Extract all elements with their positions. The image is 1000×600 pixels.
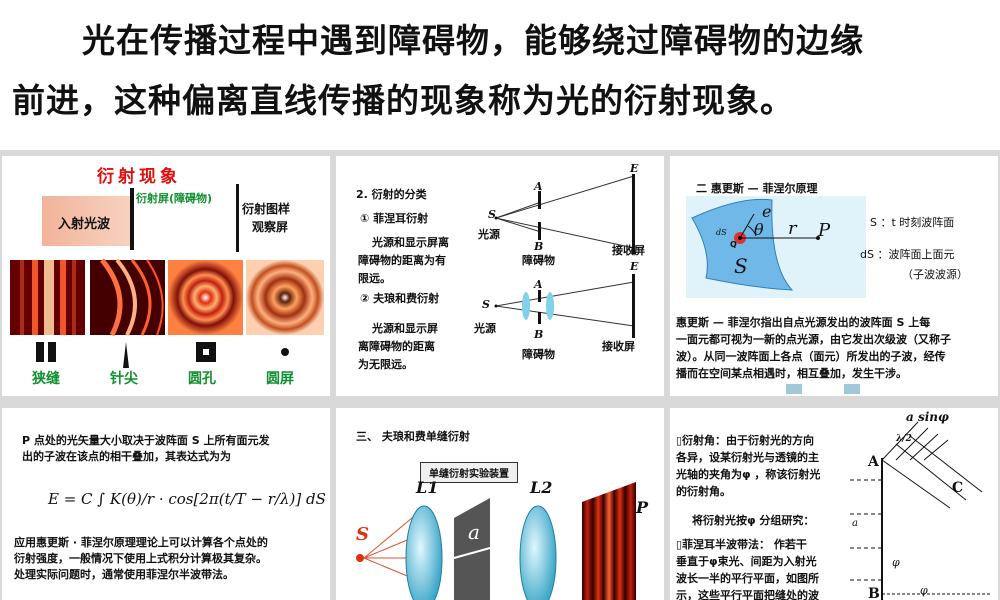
label-a: a	[468, 520, 480, 544]
screen-label: 接收屏	[612, 244, 645, 257]
thumbnail-huygens-fresnel[interactable]: 二 惠更斯 — 菲涅尔原理 e θ r P dS S Q S ：t 时刻波阵面 …	[670, 156, 998, 396]
obstacle-label-2: 障碍物	[522, 348, 555, 361]
title-line-1: 光在传播过程中遇到障碍物，能够绕过障碍物的边缘	[82, 21, 864, 60]
fresnel-title: ① 菲涅耳衍射	[360, 212, 429, 225]
fresnel-desc-line: 限远。	[358, 272, 391, 285]
label-phi: φ	[892, 556, 900, 569]
diffraction-figure	[10, 184, 324, 368]
a-sin-phi: a sinφ	[906, 410, 949, 424]
huygens-body-line: 惠更斯 — 菲涅尔指出自点光源发出的波阵面 S 上每	[676, 316, 931, 329]
label-C: C	[952, 480, 964, 496]
label-B: B	[868, 586, 880, 600]
huygens-body-line: 播而在空间某点相遇时，相互叠加，发生干涉。	[676, 367, 907, 380]
huygens-body-line: 一面元都可视为一新的点光源，由它发出次级波（又称子	[676, 333, 951, 346]
half-wave-mark: λ/2	[896, 434, 912, 444]
nav-back-button[interactable]	[786, 384, 802, 394]
dS-subwave: （子波波源）	[902, 268, 968, 281]
angle-line: ▯衍射角：由于衍射光的方向	[676, 434, 815, 447]
source-label: 光源	[478, 228, 500, 241]
label-A: A	[534, 180, 543, 193]
label-E-2: E	[630, 260, 639, 273]
outro-line: 衍射强度，一般情况下使用上式积分计算极其复杂。	[14, 552, 267, 565]
fig-theta: θ	[754, 220, 764, 239]
angle-line: 的衍射角。	[676, 485, 731, 498]
classification-diagram	[494, 174, 635, 338]
screen-label-2: 接收屏	[602, 340, 635, 353]
thumbnail-diffraction-classification[interactable]: 2. 衍射的分类 ① 菲涅耳衍射 光源和显示屏离 障碍物的距离为有 限远。 ② …	[336, 156, 664, 396]
fig-e: e	[762, 202, 772, 221]
observe-screen-label: 观察屏	[252, 220, 289, 234]
caption-needle: 针尖	[110, 371, 138, 387]
single-slit-heading: 三、 夫琅和费单缝衍射	[356, 430, 470, 443]
diffraction-heading: 衍射现象	[97, 167, 181, 187]
halfwave-line: 示，这些平行平面把缝处的波	[676, 589, 819, 600]
label-B: B	[534, 240, 544, 253]
angle-line: 各异，设某衍射光与透镜的主	[676, 451, 819, 464]
label-S-2: S	[482, 298, 490, 311]
outro-line: 处理实际问题时，通常使用菲涅尔半波带法。	[14, 568, 234, 581]
label-a: a	[852, 518, 858, 529]
fraunhofer-desc-line: 为无限远。	[358, 358, 413, 371]
dS-description: dS ：波阵面上面元	[860, 248, 955, 261]
fig-dS: dS	[716, 228, 727, 237]
fresnel-desc-line: 障碍物的距离为有	[358, 254, 446, 267]
fig-r: r	[788, 218, 797, 239]
angle-line: 光轴的夹角为φ ，称该衍射光	[676, 468, 821, 481]
label-S: S	[488, 208, 496, 221]
fresnel-desc-line: 光源和显示屏离	[372, 236, 449, 249]
fig-S: S	[734, 254, 748, 278]
label-L2: L2	[530, 478, 553, 497]
halfwave-line: 垂直于φ束光、间距为入射光	[676, 555, 817, 568]
intro-line: 出的子波在该点的相干叠加，其表达式为为	[22, 450, 231, 463]
label-phi-2: φ	[920, 584, 928, 597]
S-description: S ：t 时刻波阵面	[870, 216, 955, 229]
caption-slit: 狭缝	[32, 371, 60, 387]
huygens-body-line: 波）。从同一波阵面上各点（面元）所发出的子波，经传	[676, 350, 946, 363]
thumbnail-half-wave-zones[interactable]: ▯衍射角：由于衍射光的方向 各异，设某衍射光与透镜的主 光轴的夹角为φ ，称该衍…	[670, 408, 998, 600]
fraunhofer-desc-line: 离障碍物的距离	[358, 340, 435, 353]
label-E: E	[630, 162, 639, 175]
thumbnail-fresnel-integral[interactable]: P 点处的光矢量大小取决于波阵面 S 上所有面元发 出的子波在该点的相干叠加，其…	[2, 408, 330, 600]
slide-title: 光在传播过程中遇到障碍物，能够绕过障碍物的边缘 前进，这种偏离直线传播的现象称为…	[0, 0, 1000, 150]
halfwave-line: ▯菲涅耳半波带法： 作若干	[676, 538, 807, 551]
fig-P: P	[818, 220, 831, 241]
halfwave-line: 波长一半的平行平面，如图所	[676, 572, 819, 585]
thumbnail-single-slit[interactable]: 三、 夫琅和费单缝衍射 单缝衍射实验装置	[336, 408, 664, 600]
huygens-figure	[686, 196, 866, 298]
label-P: P	[636, 498, 649, 517]
caption-disk: 圆屏	[266, 371, 294, 387]
obstacle-label: 障碍物	[522, 254, 555, 267]
fresnel-formula: E = C ∫ K(θ)/r · cos[2π(t/T − r/λ)] dS	[48, 490, 326, 508]
nav-forward-button[interactable]	[844, 384, 860, 394]
apparatus-box: 单缝衍射实验装置	[420, 462, 518, 483]
caption-hole: 圆孔	[188, 371, 216, 387]
intro-line: P 点处的光矢量大小取决于波阵面 S 上所有面元发	[22, 434, 270, 447]
fig-Q: Q	[730, 240, 737, 249]
label-B-2: B	[534, 328, 544, 341]
label-S: S	[356, 524, 369, 545]
classification-heading: 2. 衍射的分类	[356, 188, 427, 201]
huygens-heading: 二 惠更斯 — 菲涅尔原理	[696, 182, 818, 195]
diffraction-screen-label: 衍射屏(障碍物)	[136, 192, 213, 205]
fraunhofer-desc-line: 光源和显示屏	[372, 322, 438, 335]
single-slit-figure	[356, 482, 636, 600]
thumbnail-diffraction-phenomena[interactable]: 衍射现象 入射光波 衍射屏(障碍物) 衍射图样 观察屏 狭缝 针尖 圆孔 圆屏	[2, 156, 330, 396]
outro-line: 应用惠更斯 · 菲涅尔原理理论上可以计算各个点处的	[14, 536, 268, 549]
label-A: A	[868, 454, 879, 470]
incident-wave-label: 入射光波	[58, 217, 111, 232]
fraunhofer-title: ② 夫琅和费衍射	[360, 292, 440, 305]
pattern-label: 衍射图样	[242, 202, 291, 216]
grouping-line: 将衍射光按φ 分组研究：	[692, 514, 815, 527]
halfwave-figure	[850, 421, 990, 600]
source-label-2: 光源	[474, 322, 496, 335]
slide-thumbnail-grid: 衍射现象 入射光波 衍射屏(障碍物) 衍射图样 观察屏 狭缝 针尖 圆孔 圆屏 …	[0, 150, 1000, 600]
title-line-2: 前进，这种偏离直线传播的现象称为光的衍射现象。	[12, 81, 794, 120]
label-L1: L1	[416, 478, 439, 497]
label-A-2: A	[534, 278, 543, 291]
